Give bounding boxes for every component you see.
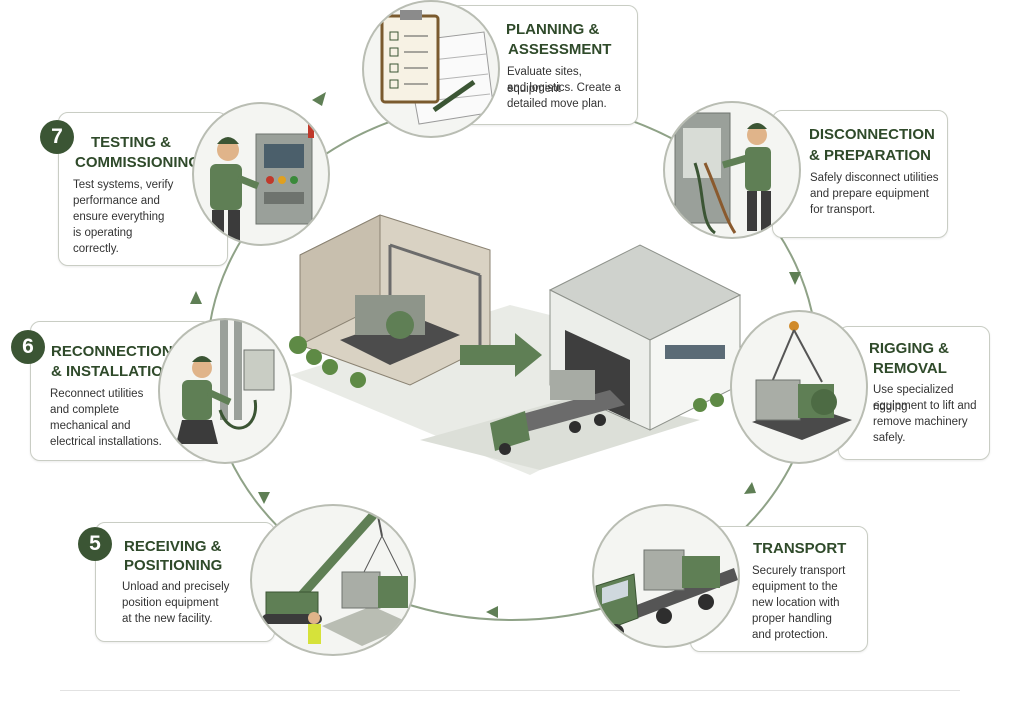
cycle-arrow-icon <box>190 291 202 304</box>
technician-control-panel-icon <box>210 122 314 242</box>
planning-title-2: ASSESSMENT <box>508 41 612 58</box>
testing-desc-3: ensure everything <box>73 211 165 223</box>
receiving-desc-1: Unload and precisely <box>122 581 230 593</box>
disconnection-desc-1: Safely disconnect utilities <box>810 172 939 184</box>
testing-desc-5: correctly. <box>73 243 119 255</box>
transport-desc-5: and protection. <box>752 629 829 641</box>
transport-desc-4: proper handling <box>752 613 832 625</box>
arrow-right-icon <box>460 333 542 377</box>
reconnection-desc-1: Reconnect utilities <box>50 388 144 400</box>
step-number-5: 5 <box>78 527 112 561</box>
rigging-desc-3: remove machinery <box>873 416 968 428</box>
step-number-6: 6 <box>11 330 45 364</box>
rigging-image <box>730 310 868 464</box>
disconnection-card: DISCONNECTION & PREPARATION Safely disco… <box>772 110 948 238</box>
testing-desc-1: Test systems, verify <box>73 179 174 191</box>
testing-title-2: COMMISSIONING <box>75 154 201 171</box>
transport-desc-3: new location with <box>752 597 840 609</box>
old-facility-icon <box>289 214 491 388</box>
technician-wiring-icon <box>176 320 275 444</box>
reconnection-desc-2: and complete <box>50 404 120 416</box>
reconnection-image <box>158 318 292 464</box>
transport-image <box>592 504 740 648</box>
testing-title-1: TESTING & <box>91 134 172 151</box>
clipboard-checklist-icon <box>380 10 495 125</box>
receiving-desc-2: position equipment <box>122 597 219 609</box>
hoisted-machine-icon <box>752 321 852 440</box>
disconnection-desc-2: and prepare equipment <box>810 188 929 200</box>
cycle-arrow-icon <box>789 272 801 285</box>
flatbed-truck-icon <box>595 549 738 640</box>
disconnection-image <box>663 101 801 239</box>
rigging-desc-2: equipment to lift and <box>873 400 977 412</box>
transport-title-1: TRANSPORT <box>753 540 847 557</box>
rigging-title-2: REMOVAL <box>873 360 947 377</box>
planning-desc-3: detailed move plan. <box>507 98 607 110</box>
bottom-divider <box>60 690 960 691</box>
crane-lift-icon <box>262 507 412 646</box>
transport-desc-1: Securely transport <box>752 565 846 577</box>
rigging-desc-1: Use specialized rigging <box>873 384 954 413</box>
rigging-title-1: RIGGING & <box>869 340 950 357</box>
reconnection-desc-3: mechanical and <box>50 420 131 432</box>
disconnection-title-2: & PREPARATION <box>809 147 931 164</box>
planning-desc-2: and logistics. Create a <box>507 82 621 94</box>
center-illustration <box>289 214 750 475</box>
cycle-arrow-icon <box>312 92 326 106</box>
receiving-desc-3: at the new facility. <box>122 613 213 625</box>
reconnection-desc-4: electrical installations. <box>50 436 162 448</box>
cycle-arrow-icon <box>744 482 756 494</box>
reconnection-title-1: RECONNECTION <box>51 343 173 360</box>
receiving-card: RECEIVING & POSITIONING Unload and preci… <box>95 522 275 642</box>
truck-icon <box>490 370 625 455</box>
reconnection-title-2: & INSTALLATION <box>51 363 174 380</box>
receiving-title-1: RECEIVING & <box>124 538 222 555</box>
technician-panel-icon <box>674 112 771 235</box>
planning-title-1: PLANNING & <box>506 21 600 38</box>
cycle-arrow-icon <box>258 492 270 504</box>
rigging-desc-4: safely. <box>873 432 906 444</box>
receiving-image <box>250 504 416 656</box>
testing-desc-2: performance and <box>73 195 160 207</box>
transport-desc-2: equipment to the <box>752 581 838 593</box>
step-number-7: 7 <box>40 120 74 154</box>
testing-desc-4: is operating <box>73 227 133 239</box>
receiving-title-2: POSITIONING <box>124 557 223 574</box>
disconnection-title-1: DISCONNECTION <box>809 126 935 143</box>
cycle-arrow-icon <box>486 606 498 618</box>
planning-desc-1: Evaluate sites, equipment <box>507 66 582 95</box>
planning-image <box>362 0 500 138</box>
testing-image <box>192 102 330 246</box>
disconnection-desc-3: for transport. <box>810 204 876 216</box>
